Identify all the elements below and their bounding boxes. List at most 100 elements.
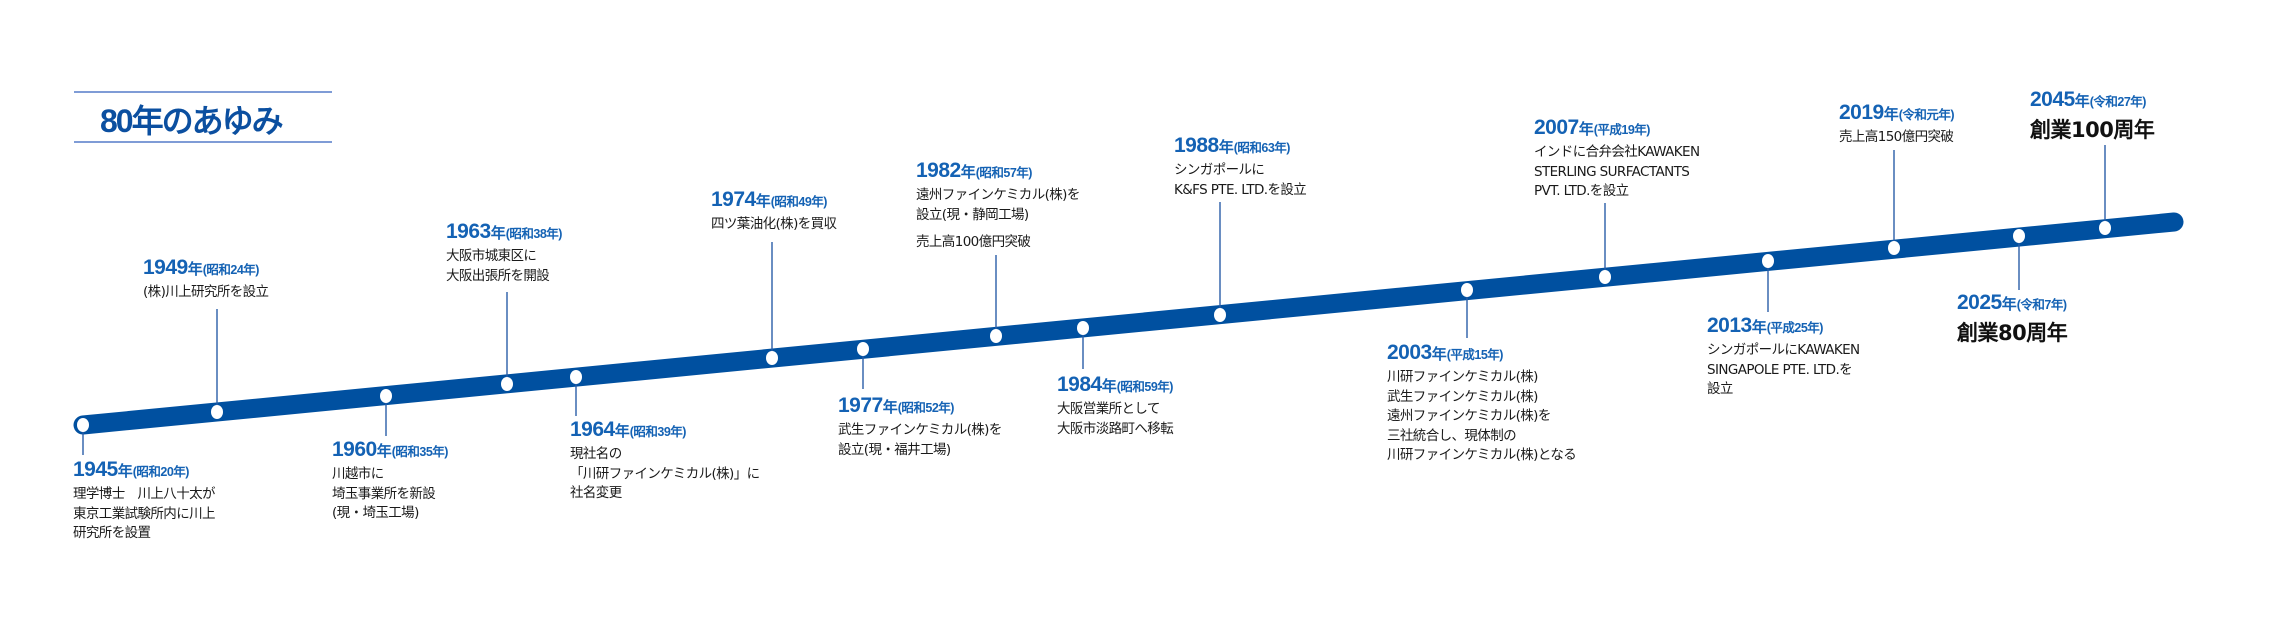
event-year: 1963年(昭和38年) bbox=[446, 221, 563, 242]
era-name: (昭和52年) bbox=[897, 401, 955, 415]
event-description: 現社名の「川研ファインケミカル(株)」に社名変更 bbox=[570, 445, 760, 504]
year-suffix: 年 bbox=[1751, 319, 1767, 336]
description-line: 設立(現・静岡工場) bbox=[916, 206, 1029, 223]
year-number: 1945 bbox=[73, 458, 118, 481]
year-number: 2045 bbox=[2030, 88, 2075, 111]
description-line: 遠州ファインケミカル(株)を bbox=[916, 187, 1080, 203]
event-description: 遠州ファインケミカル(株)を設立(現・静岡工場) bbox=[916, 186, 1080, 225]
year-number: 2019 bbox=[1839, 101, 1884, 124]
event-description: 武生ファインケミカル(株)を設立(現・福井工場) bbox=[838, 421, 1002, 460]
year-suffix: 年 bbox=[187, 261, 203, 278]
description-line: 川越市に bbox=[332, 466, 384, 482]
event-1974: 1974年(昭和49年)四ツ葉油化(株)を買収 bbox=[711, 188, 837, 235]
year-suffix: 年 bbox=[1431, 346, 1447, 363]
year-suffix: 年 bbox=[1101, 378, 1117, 395]
event-year: 1960年(昭和35年) bbox=[332, 438, 449, 461]
year-suffix: 年 bbox=[882, 399, 898, 416]
timeline-dot bbox=[380, 389, 392, 403]
event-year: 1945年(昭和20年) bbox=[73, 458, 215, 481]
year-suffix: 年 bbox=[1883, 106, 1899, 123]
year-number: 2025 bbox=[1957, 291, 2002, 314]
description-line: SINGAPOLE PTE. LTD.を bbox=[1707, 361, 1853, 378]
event-1949: 1949年(昭和24年)(株)川上研究所を設立 bbox=[143, 257, 269, 303]
description-line: K&FS PTE. LTD.を設立 bbox=[1174, 181, 1307, 198]
event-1984: 1984年(昭和59年) 大阪営業所として大阪市淡路町へ移転 bbox=[1057, 373, 1174, 439]
year-suffix: 年 bbox=[614, 423, 630, 440]
event-year: 1977年(昭和52年) bbox=[838, 394, 1002, 417]
event-description: 売上高150億円突破 bbox=[1839, 128, 1954, 148]
milestone-text: 創業80周年 bbox=[1957, 321, 2068, 345]
year-suffix: 年 bbox=[490, 225, 506, 242]
timeline-dot bbox=[2013, 229, 2025, 243]
year-number: 1984 bbox=[1057, 373, 1102, 396]
era-name: (令和27年) bbox=[2089, 95, 2147, 109]
timeline-dot bbox=[1888, 241, 1900, 255]
description-line: 東京工業試験所内に川上 bbox=[73, 505, 216, 522]
description-line: 社名変更 bbox=[570, 485, 622, 501]
event-year: 2019年(令和元年) bbox=[1839, 101, 1955, 124]
event-description: 川研ファインケミカル(株)武生ファインケミカル(株)遠州ファインケミカル(株)を… bbox=[1387, 368, 1577, 466]
year-number: 1960 bbox=[332, 438, 377, 461]
event-2013: 2013年(平成25年) シンガポールにKAWAKEN SINGAPOLE PTE.… bbox=[1707, 314, 1860, 400]
description-line: 川研ファインケミカル(株) bbox=[1387, 369, 1538, 385]
timeline-dot bbox=[1214, 308, 1226, 322]
description-line: 設立(現・福井工場) bbox=[838, 441, 951, 458]
description-line: 現社名の bbox=[570, 446, 622, 462]
event-description: 理学博士 川上八十太が東京工業試験所内に川上研究所を設置 bbox=[73, 485, 216, 544]
description-line: 川研ファインケミカル(株)となる bbox=[1387, 447, 1577, 463]
era-name: (令和7年) bbox=[2016, 298, 2067, 312]
event-1964: 1964年(昭和39年)現社名の「川研ファインケミカル(株)」に社名変更 bbox=[570, 418, 760, 504]
description-line: 四ツ葉油化(株)を買収 bbox=[711, 216, 837, 232]
timeline-dot bbox=[211, 405, 223, 419]
description-line: 埼玉事業所を新設 bbox=[332, 485, 436, 502]
timeline-bar bbox=[73, 212, 2184, 435]
description-line: (株)川上研究所を設立 bbox=[143, 284, 269, 300]
timeline-dot bbox=[570, 370, 582, 384]
year-number: 2013 bbox=[1707, 314, 1752, 337]
era-name: (昭和24年) bbox=[202, 263, 260, 277]
timeline-dot bbox=[1077, 321, 1089, 335]
timeline-dot bbox=[501, 377, 513, 391]
event-note: 売上高100億円突破 bbox=[916, 234, 1031, 250]
event-2045: 2045年(令和27年)創業100周年 bbox=[2030, 88, 2155, 144]
year-number: 1964 bbox=[570, 418, 615, 441]
year-suffix: 年 bbox=[2001, 296, 2017, 313]
description-line: シンガポールに bbox=[1174, 162, 1265, 178]
event-1960: 1960年(昭和35年)川越市に埼玉事業所を新設(現・埼玉工場) bbox=[332, 438, 449, 524]
era-name: (平成15年) bbox=[1446, 348, 1504, 362]
era-name: (昭和35年) bbox=[391, 445, 449, 459]
year-number: 1974 bbox=[711, 188, 756, 211]
year-suffix: 年 bbox=[755, 193, 771, 210]
description-line: 「川研ファインケミカル(株)」に bbox=[570, 465, 760, 482]
description-line: シンガポールにKAWAKEN bbox=[1707, 342, 1860, 358]
event-year: 1984年(昭和59年) bbox=[1057, 373, 1173, 396]
year-suffix: 年 bbox=[1218, 139, 1234, 156]
description-line: PVT. LTD.を設立 bbox=[1534, 183, 1629, 199]
description-line: 大阪市淡路町へ移転 bbox=[1057, 420, 1174, 437]
event-1982: 1982年(昭和57年)遠州ファインケミカル(株)を設立(現・静岡工場)売上高1… bbox=[916, 160, 1080, 253]
timeline-dot bbox=[857, 342, 869, 356]
year-number: 1977 bbox=[838, 394, 883, 417]
event-description: 川越市に埼玉事業所を新設(現・埼玉工場) bbox=[332, 465, 448, 524]
description-line: 三社統合し、現体制の bbox=[1387, 427, 1517, 444]
event-year: 2025年(令和7年) bbox=[1957, 291, 2067, 314]
timeline-dot bbox=[2099, 221, 2111, 235]
description-line: 設立 bbox=[1707, 381, 1733, 397]
year-suffix: 年 bbox=[117, 463, 133, 480]
era-name: (昭和20年) bbox=[132, 465, 190, 479]
description-line: 大阪営業所として bbox=[1057, 401, 1160, 417]
description-line: 武生ファインケミカル(株)を bbox=[838, 422, 1002, 438]
era-name: (昭和38年) bbox=[505, 227, 563, 241]
description-line: インドに合弁会社KAWAKEN bbox=[1534, 144, 1700, 160]
title-banner: 80年のあゆみ bbox=[74, 91, 332, 143]
event-description: 四ツ葉油化(株)を買収 bbox=[711, 215, 837, 235]
event-2019: 2019年(令和元年) 売上高150億円突破 bbox=[1839, 101, 1955, 148]
event-description: 大阪営業所として大阪市淡路町へ移転 bbox=[1057, 400, 1174, 439]
year-number: 1988 bbox=[1174, 134, 1219, 157]
event-1945: 1945年(昭和20年) 理学博士 川上八十太が東京工業試験所内に川上研究所を設置 bbox=[73, 458, 216, 544]
year-suffix: 年 bbox=[960, 164, 976, 181]
event-year: 2013年(平成25年) bbox=[1707, 314, 1860, 337]
